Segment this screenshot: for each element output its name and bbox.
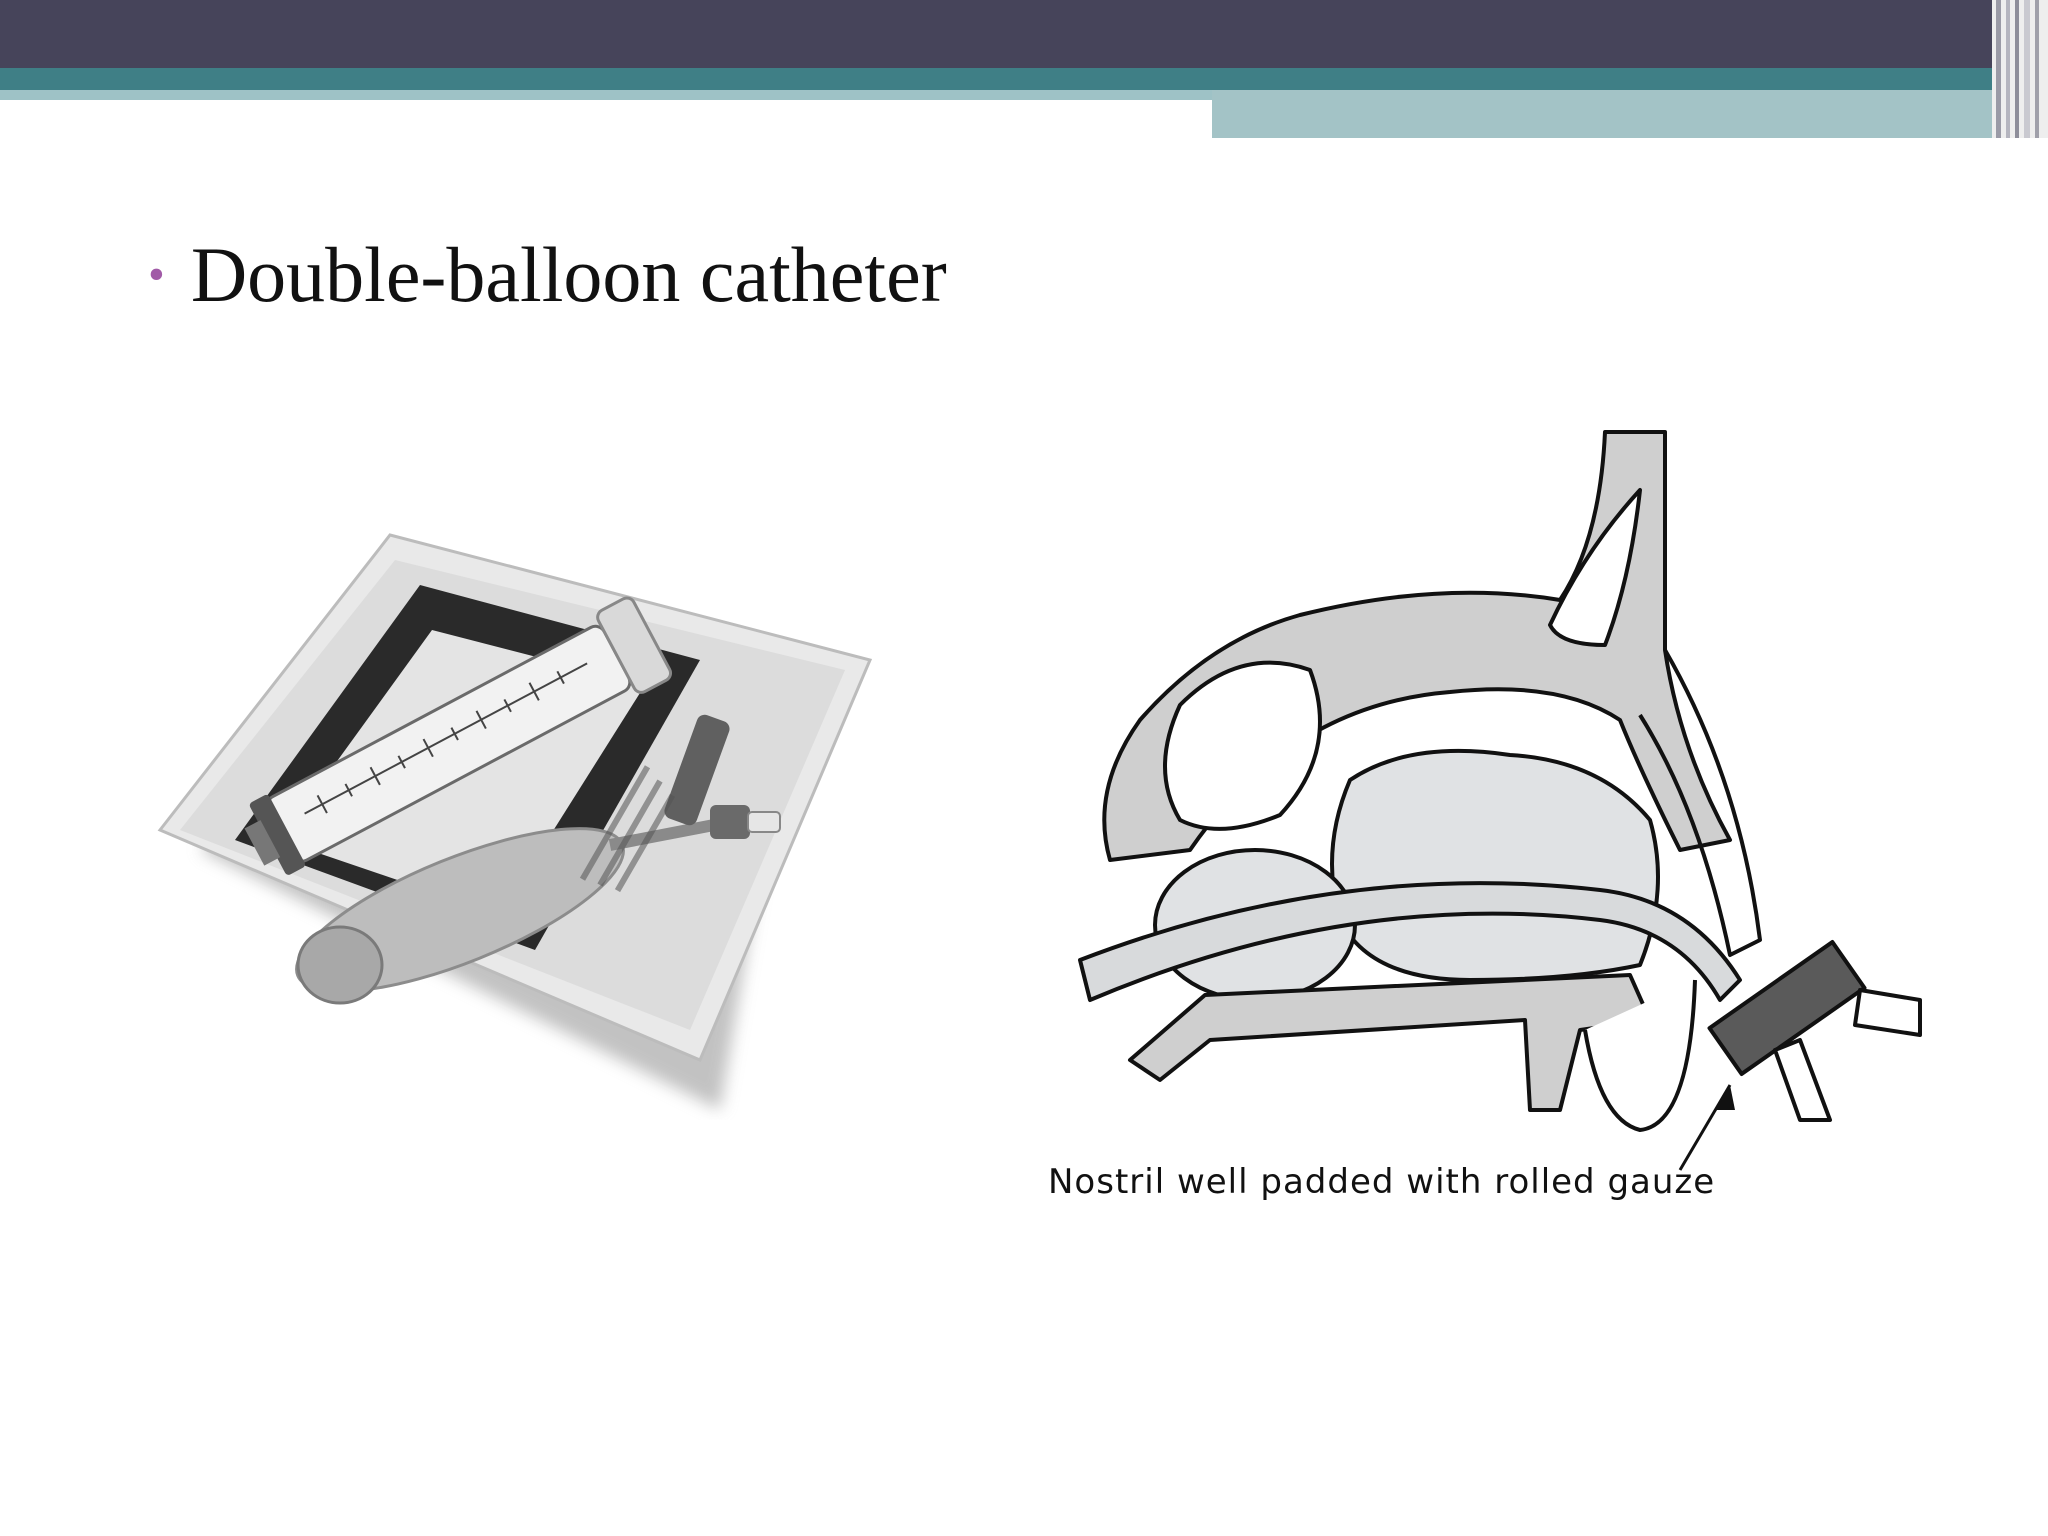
bullet-text: Double-balloon catheter [190,231,947,318]
header-band-pale-block [1212,90,2048,138]
bullet-dot-icon: • [148,247,165,301]
diagram-caption: Nostril well padded with rolled gauze [1048,1162,1716,1202]
catheter-kit-photo [157,533,873,1110]
header-band-dark [0,0,2048,68]
bullet-item: • Double-balloon catheter [148,232,947,318]
header-band-pale [0,90,1212,100]
header-edge-lines [1992,0,2048,138]
header-band-teal [0,68,2048,90]
nasal-cross-section-diagram [1078,430,1922,1171]
